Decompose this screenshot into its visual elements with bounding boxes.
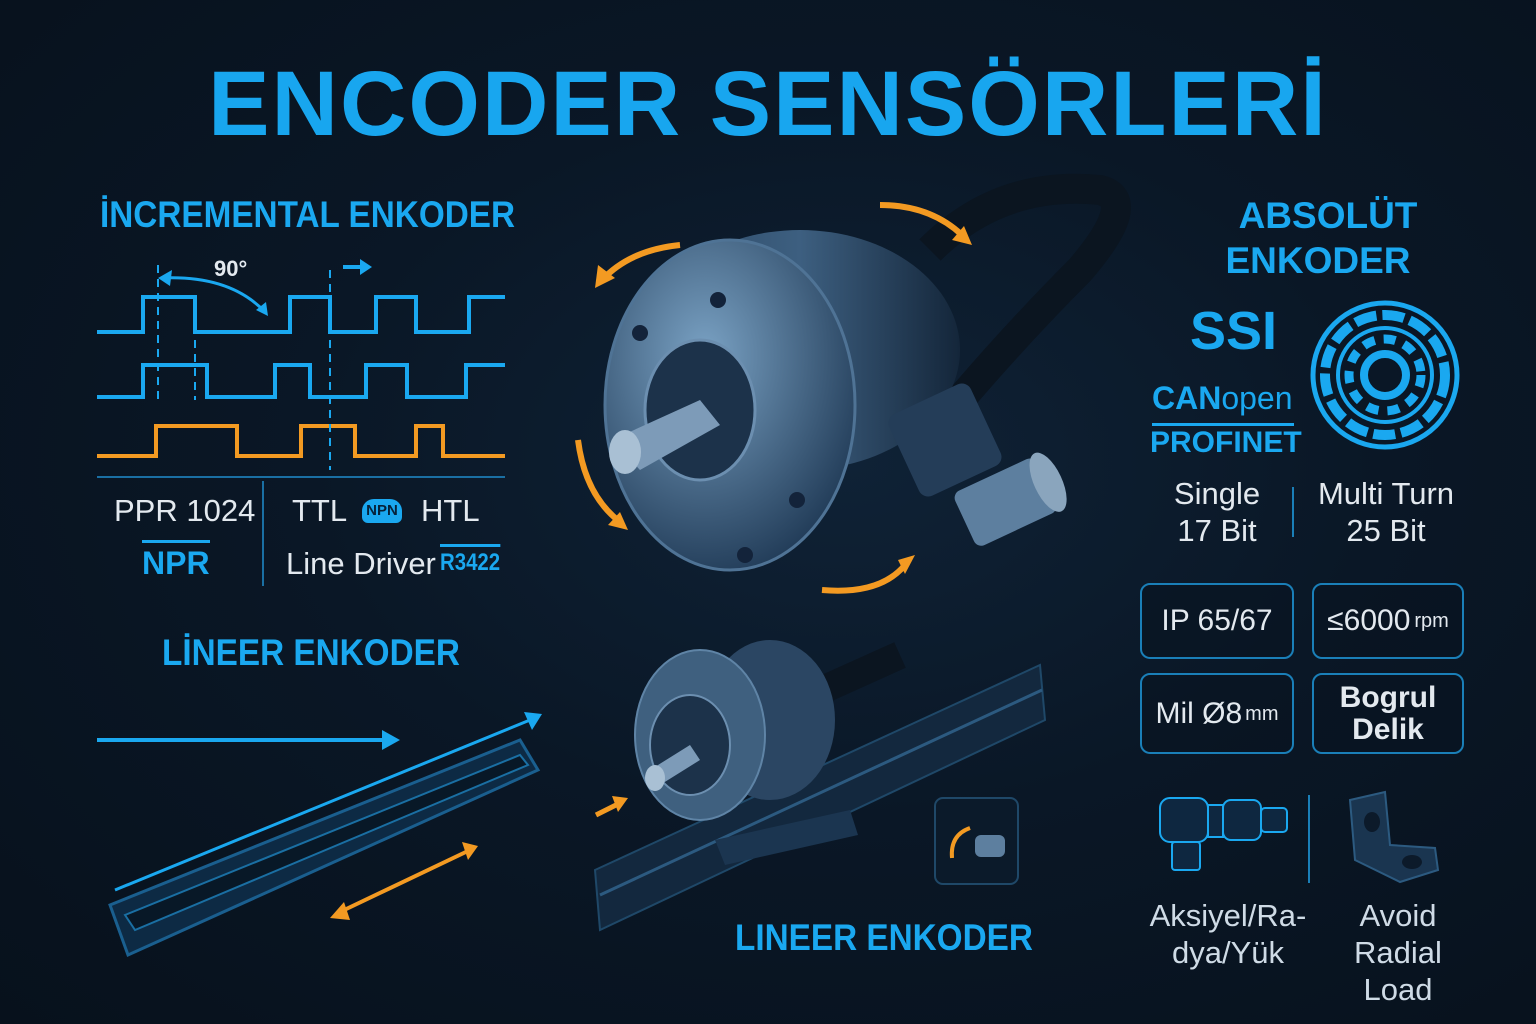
spec-unit: rpm: [1414, 610, 1449, 632]
canopen-open: open: [1221, 380, 1293, 416]
divider: [1308, 795, 1310, 883]
code-disk-icon: [1310, 300, 1460, 450]
avoid-line1: Avoid: [1359, 898, 1437, 933]
absolute-heading-line1: ABSOLÜT: [1238, 195, 1418, 236]
axial-line2: dya/Yük: [1171, 935, 1284, 970]
spec-unit: mm: [1245, 702, 1279, 725]
quadrature-waveform-diagram: [97, 259, 505, 586]
divider: [1292, 487, 1294, 537]
ppr-value: PPR 1024: [114, 493, 256, 528]
rotation-arrow: [821, 562, 908, 594]
rotary-encoder-illustration: [575, 173, 1131, 594]
npn-badge: NPN: [362, 499, 402, 523]
single-line2: 17 Bit: [1177, 513, 1257, 548]
spec-hollow-shaft: Bogrul Delik: [1312, 673, 1464, 754]
ttl-label: TTL: [292, 493, 348, 528]
avoid-line2: Radial Load: [1354, 935, 1442, 1007]
canopen-can: CAN: [1152, 380, 1222, 416]
linear-encoder-heading-center: LINEER ENKODER: [735, 917, 1033, 958]
spec-value: IP 65/67: [1161, 604, 1273, 637]
spec-value: ≤6000: [1327, 604, 1411, 637]
avoid-radial-load-label: Avoid Radial Load: [1318, 897, 1478, 1008]
channel-b-wave: [97, 363, 505, 399]
canopen-logo: CANopen: [1152, 380, 1293, 417]
incremental-heading: İNCREMENTAL ENKODER: [100, 194, 516, 235]
rs422-label: R3422: [440, 544, 501, 577]
direction-arrow-icon: [360, 259, 372, 275]
phase-label: 90°: [214, 256, 248, 281]
rotation-arrow: [879, 202, 965, 238]
htl-label: HTL: [421, 493, 480, 528]
absolute-heading-line2: ENKODER: [1225, 240, 1411, 281]
cable: [919, 173, 1131, 410]
spec-ip-rating: IP 65/67: [1140, 583, 1294, 659]
ssi-label: SSI: [1190, 301, 1278, 361]
page-title: ENCODER SENSÖRLERİ: [208, 53, 1328, 155]
rotation-arrow: [575, 439, 622, 525]
linear-rail-encoder-illustration: [593, 640, 1047, 932]
multi-turn-spec: Multi Turn 25 Bit: [1306, 475, 1466, 549]
profinet-label: PROFINET: [1150, 426, 1302, 459]
npr-logo: NPR: [142, 540, 210, 582]
mounting-bracket-icon: [1348, 790, 1440, 884]
linear-scale-illustration: [97, 712, 542, 958]
single-turn-spec: Single 17 Bit: [1147, 475, 1287, 549]
phase-arc-arrow: [161, 276, 267, 314]
single-line1: Single: [1173, 476, 1261, 511]
spec-value: Bogrul Delik: [1339, 680, 1437, 746]
multi-line2: 25 Bit: [1346, 513, 1426, 548]
linear-encoder-heading: LİNEER ENKODER: [162, 632, 460, 673]
connector-icon: [1159, 797, 1288, 871]
multi-line1: Multi Turn: [1317, 476, 1455, 511]
axial-radial-load-label: Aksiyel/Ra- dya/Yük: [1138, 897, 1318, 971]
spec-value: Mil Ø8: [1155, 696, 1243, 730]
axial-line1: Aksiyel/Ra-: [1149, 898, 1307, 933]
line-driver-label: Line Driver: [286, 546, 436, 581]
channel-z-wave: [97, 424, 505, 458]
